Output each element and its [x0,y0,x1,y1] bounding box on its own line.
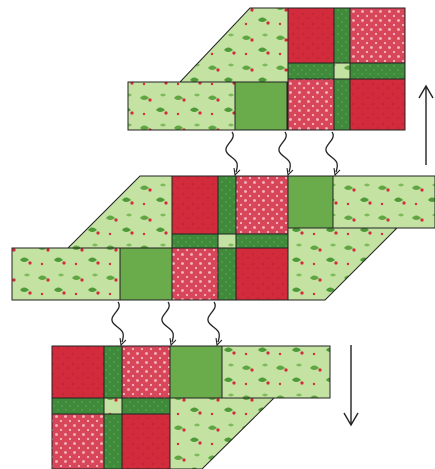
red-dot-square [172,248,218,300]
squiggle-connector-icon [226,132,237,172]
green-square [120,248,172,300]
arrow-down-icon [344,345,358,425]
holly-sashing-strip [128,82,235,130]
squiggle-connector-icon [112,302,123,342]
bottom-row-unit [52,346,330,469]
red-square [350,79,405,130]
holly-sashing-strip [222,346,330,398]
red-square [172,176,218,234]
arrow-up-icon [419,86,433,165]
holly-sashing-strip [12,248,120,300]
green-sashing [104,346,122,398]
red-dot-square [288,79,334,130]
green-sashing [122,398,170,414]
green-sashing [218,248,236,300]
red-dot-square [122,346,170,398]
green-sashing [172,234,218,248]
holly-sashing-strip [333,176,435,228]
holly-triangle-setting-piece [180,8,288,82]
holly-cornerstone [334,63,350,79]
green-sashing [334,79,350,130]
squiggle-connector-icon [162,302,173,342]
squiggle-connector-icon [208,302,219,342]
holly-triangle-setting-piece [170,398,274,469]
green-sashing [350,63,405,79]
green-square [170,346,222,398]
squiggle-connector-icon [326,132,337,172]
green-square [288,176,333,228]
green-sashing [104,414,122,469]
red-square [52,346,104,398]
red-square [288,8,334,63]
green-sashing [334,8,350,63]
holly-cornerstone [104,398,122,414]
red-dot-square [236,176,288,234]
red-square [122,414,170,469]
red-square [236,248,288,300]
red-dot-square [52,414,104,469]
squiggle-connector-icon [279,132,290,172]
holly-triangle-setting-piece [288,228,397,300]
green-sashing [52,398,104,414]
middle-row-unit [12,176,435,300]
red-dot-square [350,8,405,63]
green-sashing [236,234,288,248]
green-square [235,82,287,130]
holly-cornerstone [218,234,236,248]
top-row-unit [128,8,405,130]
holly-triangle-setting-piece [68,176,172,248]
green-sashing [288,63,334,79]
green-sashing [218,176,236,234]
